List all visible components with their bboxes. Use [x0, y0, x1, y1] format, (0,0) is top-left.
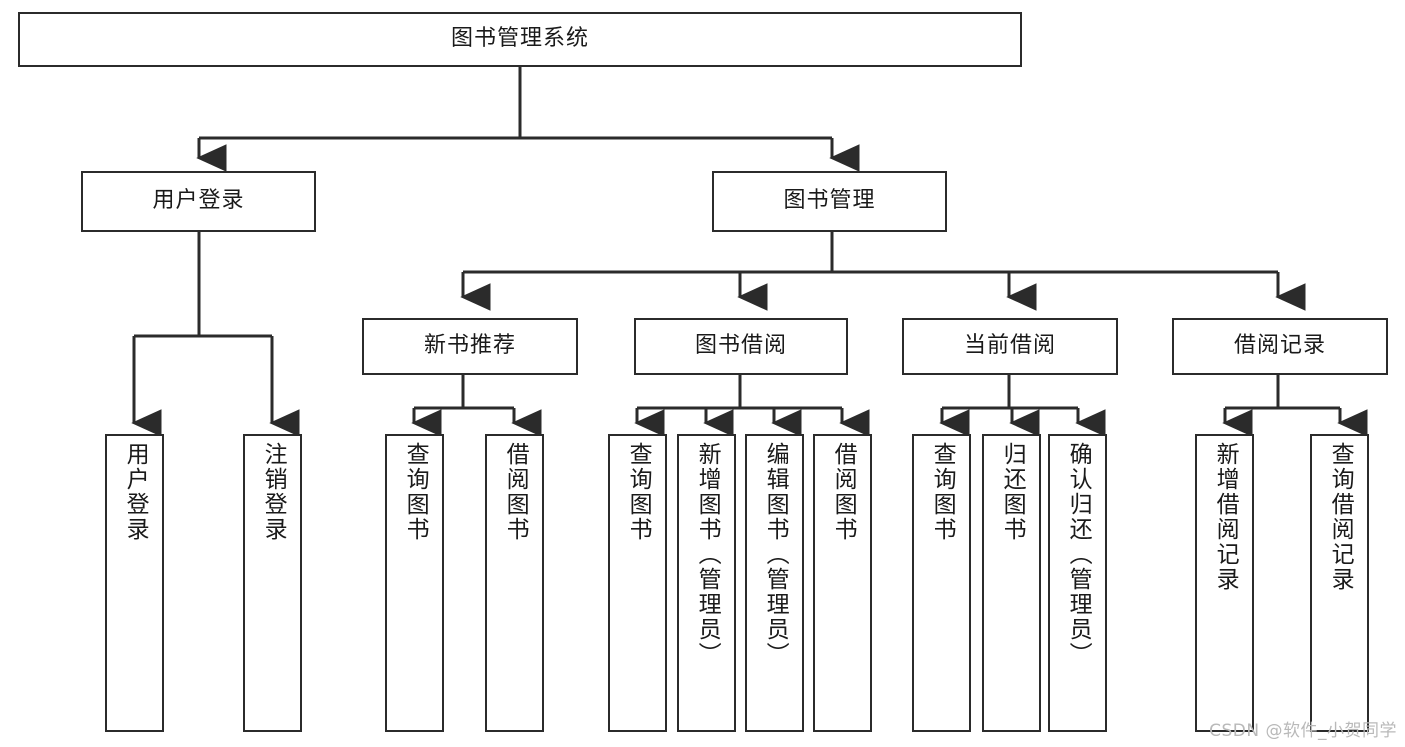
node-new-book-recommend[interactable]: 新书推荐 — [362, 318, 578, 375]
leaf-return-book[interactable]: 归还图书 — [982, 434, 1041, 732]
leaf-logout-login[interactable]: 注销登录 — [243, 434, 302, 732]
node-label: 查询借阅记录 — [1327, 442, 1354, 592]
leaf-query-borrow-record[interactable]: 查询借阅记录 — [1310, 434, 1369, 732]
node-label: 用户登录 — [122, 442, 149, 542]
node-book-borrow[interactable]: 图书借阅 — [634, 318, 848, 375]
node-label: 查询图书 — [625, 442, 652, 542]
leaf-confirm-return-admin[interactable]: 确认归还（管理员） — [1048, 434, 1107, 732]
node-label: 当前借阅 — [963, 333, 1056, 359]
node-label: 借阅图书 — [502, 442, 529, 542]
node-label: 图书管理 — [783, 188, 876, 214]
node-user-login[interactable]: 用户登录 — [81, 171, 316, 232]
leaf-user-login[interactable]: 用户登录 — [105, 434, 164, 732]
leaf-add-book-admin[interactable]: 新增图书（管理员） — [677, 434, 736, 732]
node-book-management[interactable]: 图书管理 — [712, 171, 947, 232]
leaf-edit-book-admin[interactable]: 编辑图书（管理员） — [745, 434, 804, 732]
node-root-book-management-system[interactable]: 图书管理系统 — [18, 12, 1022, 67]
node-label: 新书推荐 — [423, 333, 516, 359]
leaf-add-borrow-record[interactable]: 新增借阅记录 — [1195, 434, 1254, 732]
node-label: 图书管理系统 — [450, 26, 589, 52]
leaf-borrow-book[interactable]: 借阅图书 — [813, 434, 872, 732]
node-label: 图书借阅 — [694, 333, 787, 359]
node-label: 新增借阅记录 — [1212, 442, 1239, 592]
node-label: 注销登录 — [260, 442, 287, 542]
leaf-query-book-recommend[interactable]: 查询图书 — [385, 434, 444, 732]
leaf-query-book-current[interactable]: 查询图书 — [912, 434, 971, 732]
node-label: 编辑图书（管理员） — [762, 442, 789, 667]
node-label: 借阅图书 — [830, 442, 857, 542]
node-label: 查询图书 — [929, 442, 956, 542]
node-borrow-record[interactable]: 借阅记录 — [1172, 318, 1388, 375]
node-label: 借阅记录 — [1233, 333, 1326, 359]
watermark: CSDN @软件_小贺同学 — [1209, 721, 1397, 741]
node-current-borrow[interactable]: 当前借阅 — [902, 318, 1118, 375]
node-label: 归还图书 — [999, 442, 1026, 542]
node-label: 用户登录 — [152, 188, 245, 214]
node-label: 新增图书（管理员） — [694, 442, 721, 667]
leaf-query-book-borrow[interactable]: 查询图书 — [608, 434, 667, 732]
node-label: 确认归还（管理员） — [1065, 442, 1092, 667]
node-label: 查询图书 — [402, 442, 429, 542]
leaf-borrow-book-recommend[interactable]: 借阅图书 — [485, 434, 544, 732]
